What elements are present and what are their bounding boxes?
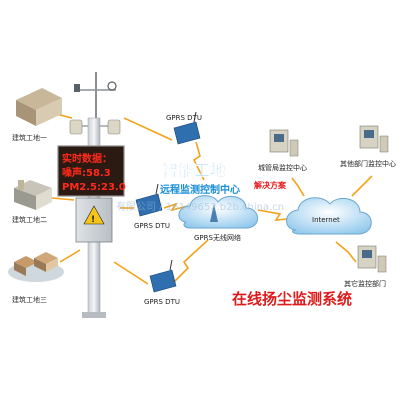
dtu-middle-label: GPRS DTU <box>134 222 170 230</box>
solution-label: 解决方案 <box>254 180 287 190</box>
city-bureau-label: 城管局监控中心 <box>258 163 307 172</box>
headline-line-1: 智能工地 <box>162 161 226 180</box>
internet-label: Internet <box>312 216 340 224</box>
headline-line-2: 远程监测控制中心 <box>160 183 240 196</box>
svg-text:!: ! <box>91 215 95 225</box>
led-display-board: 实时数据： 噪声:58.3 PM2.5:23.0 <box>57 145 126 197</box>
system-title: 在线扬尘监测系统 <box>232 290 352 308</box>
site-house-2 <box>14 180 52 210</box>
internet-cloud <box>286 197 372 235</box>
site-1-label: 建筑工地一 <box>12 133 47 142</box>
sensor-housing-icon <box>107 119 121 135</box>
anemometer-icon <box>107 81 117 91</box>
other-center-computer-icon <box>359 125 389 153</box>
router-icon <box>149 269 177 293</box>
warning-icon <box>83 205 105 225</box>
gprs-network-label: GPRS无线网络 <box>194 233 241 242</box>
site-2-label: 建筑工地二 <box>12 215 47 224</box>
other-dept-label: 其它监控部门 <box>344 279 386 288</box>
connection-lines <box>47 111 373 285</box>
electrical-cabinet: ! <box>75 197 113 243</box>
site-house-3 <box>8 252 64 282</box>
antenna-tower-icon <box>210 204 218 222</box>
led-line-2: 噪声:58.3 <box>62 166 111 179</box>
gprs-cloud <box>178 195 258 229</box>
router-icon <box>135 193 163 217</box>
other-dept-computer-icon <box>357 245 387 273</box>
watermark-text: 有限公司 / 16149652.b2b.china.cn <box>116 200 284 213</box>
site-house-1 <box>16 88 62 126</box>
led-line-3: PM2.5:23.0 <box>62 182 126 193</box>
site-3-label: 建筑工地三 <box>12 295 47 304</box>
wind-vane-icon <box>74 84 80 92</box>
gprs-dtu-bottom <box>149 259 177 293</box>
sensor-housing-icon <box>69 119 83 135</box>
other-center-label: 其他部门监控中心 <box>340 159 396 168</box>
dtu-top-label: GPRS DTU <box>166 114 202 122</box>
gprs-dtu-top <box>173 111 201 145</box>
city-bureau-computer-icon <box>269 129 299 157</box>
gprs-dtu-middle <box>135 183 163 217</box>
dtu-bottom-label: GPRS DTU <box>144 298 180 306</box>
led-line-1: 实时数据： <box>62 152 112 165</box>
router-icon <box>173 121 201 145</box>
